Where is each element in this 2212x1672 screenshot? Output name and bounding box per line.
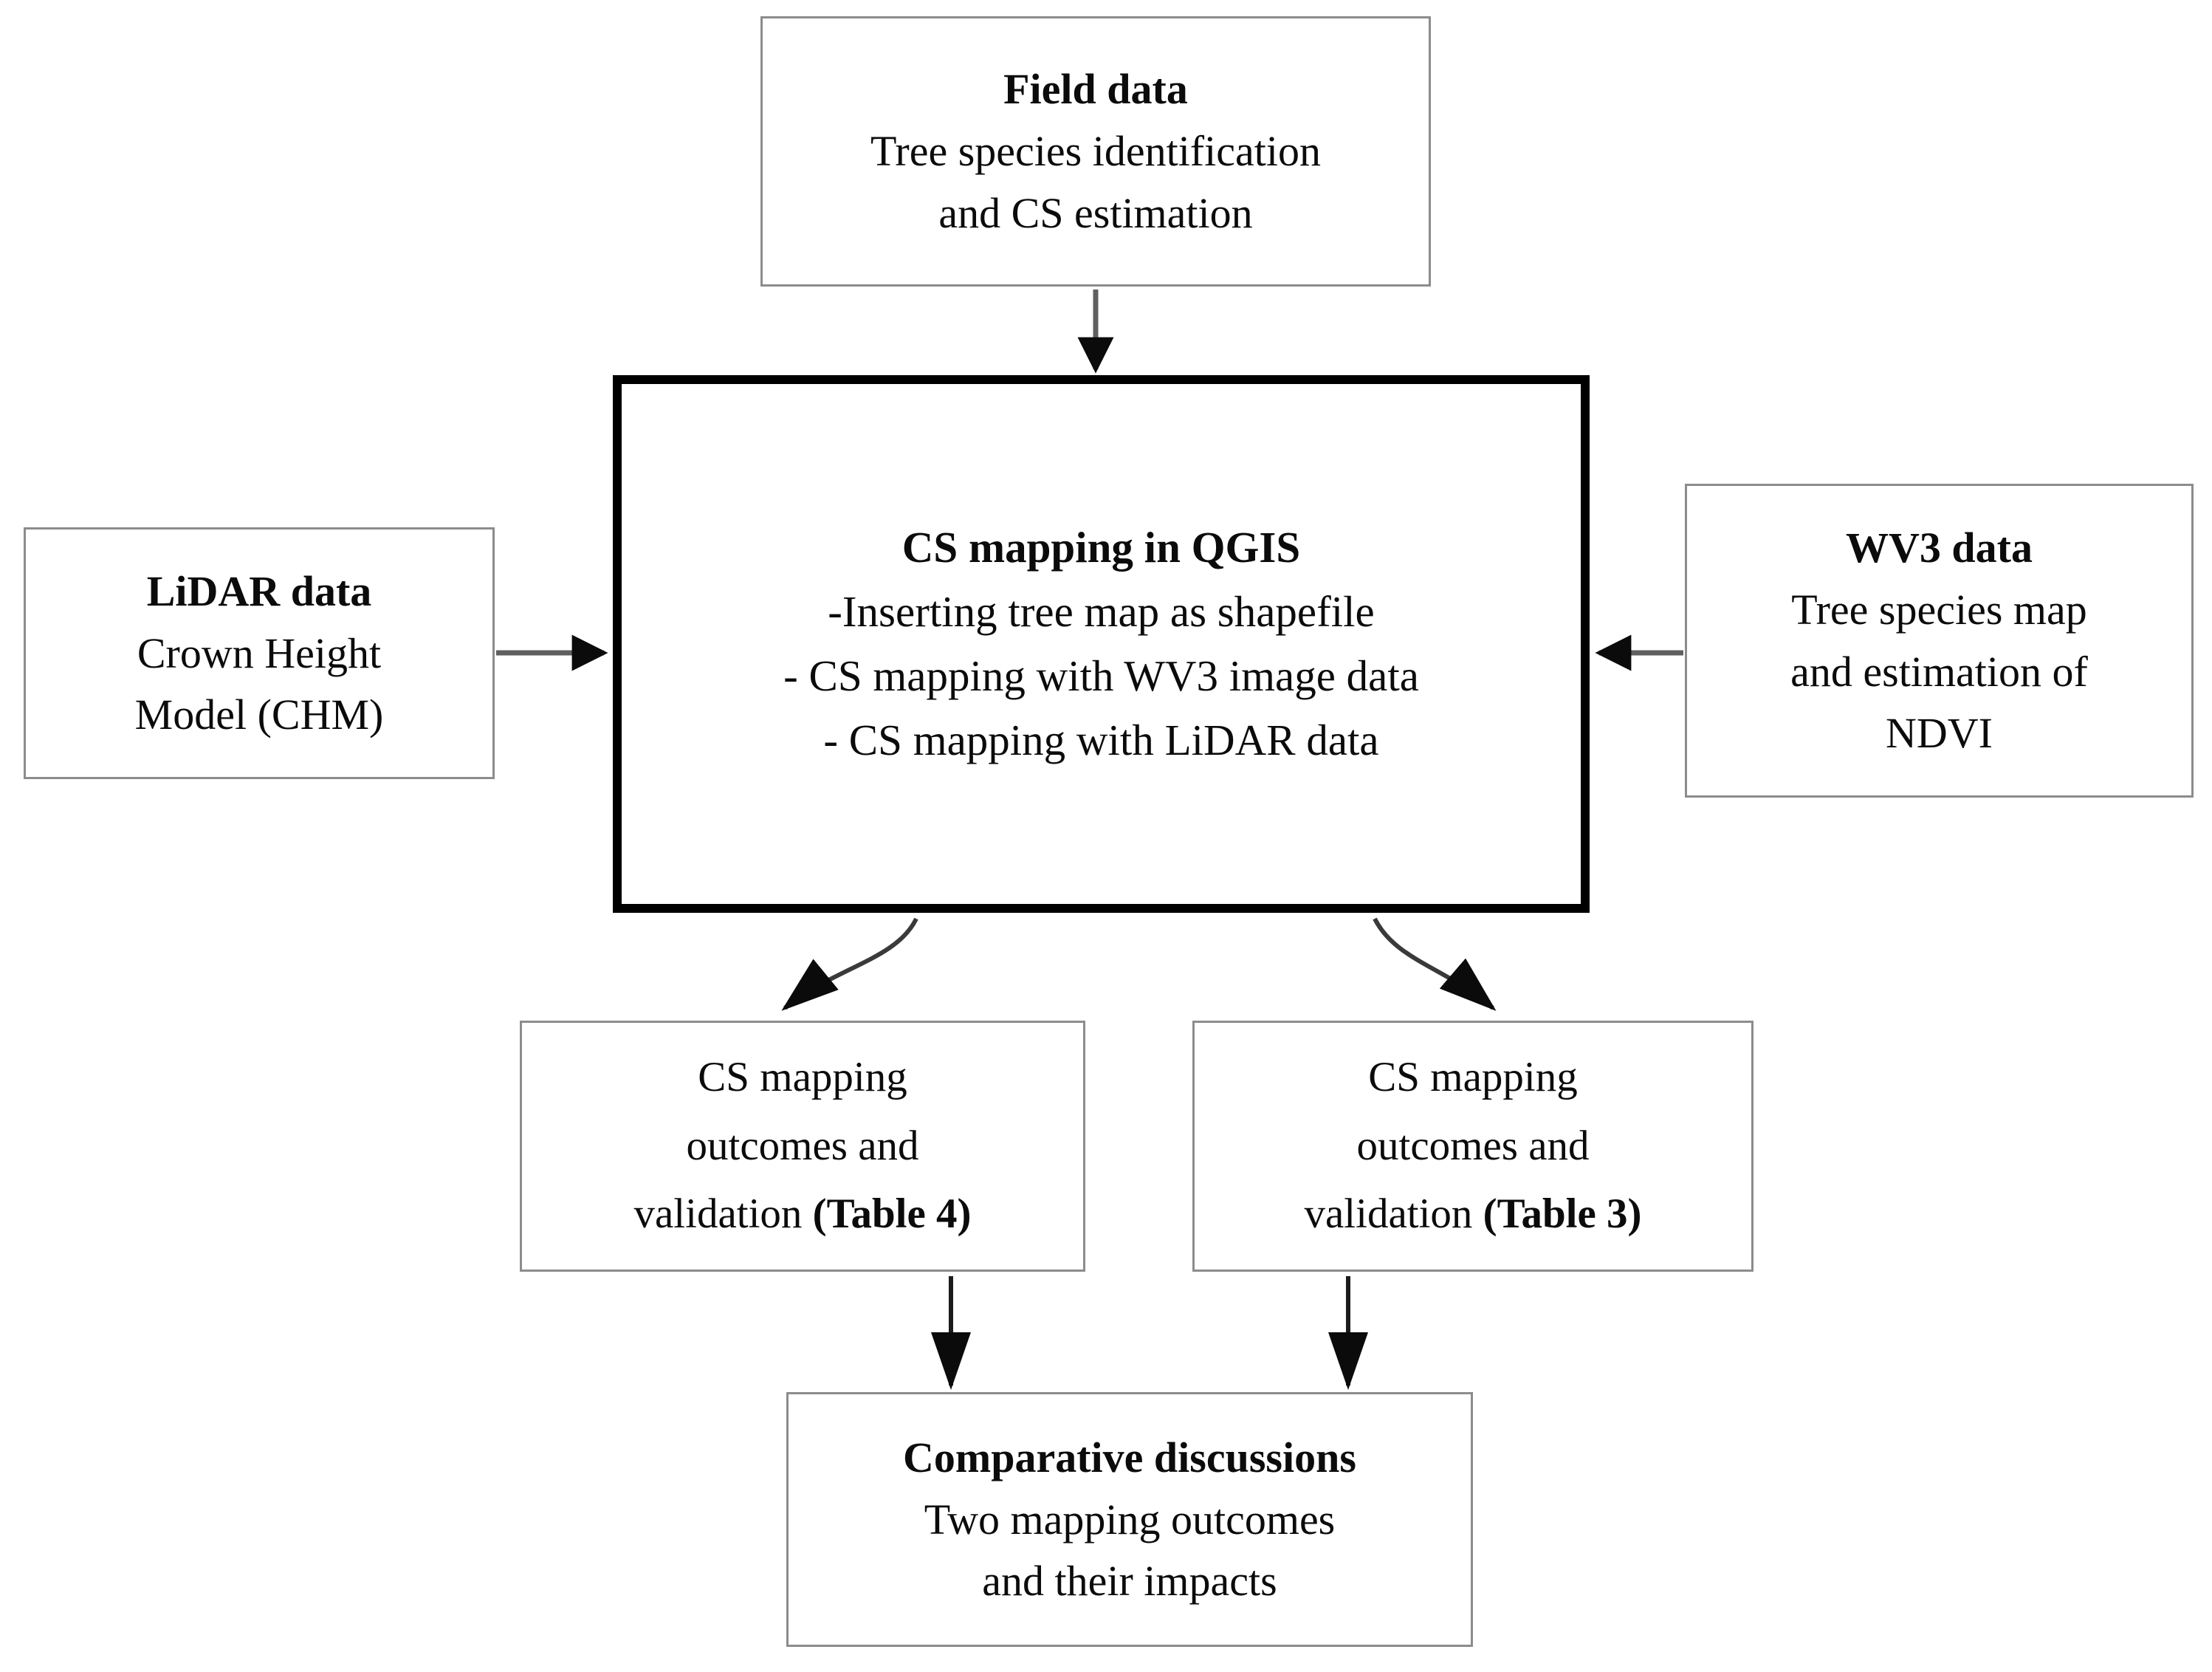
node-cs-mapping-bullet-2: - CS mapping with WV3 image data <box>783 651 1419 700</box>
node-wv3-data-line3: and estimation of <box>1790 647 2088 696</box>
node-wv3-data: WV3 data Tree species map and estimation… <box>1685 484 2194 798</box>
node-outcome-wv3: CS mapping outcomes and validation (Tabl… <box>1192 1021 1754 1272</box>
node-outcome-wv3-line2: outcomes and <box>1356 1122 1590 1169</box>
node-comparative-line3: and their impacts <box>982 1557 1277 1606</box>
node-comparative-title: Comparative discussions <box>903 1433 1356 1481</box>
node-outcome-lidar-line3-prefix: validation <box>633 1190 813 1238</box>
node-comparative-line2: Two mapping outcomes <box>924 1495 1336 1543</box>
node-outcome-lidar: CS mapping outcomes and validation (Tabl… <box>520 1021 1085 1272</box>
node-outcome-wv3-line3-prefix: validation <box>1304 1190 1483 1238</box>
node-field-data-line3: and CS estimation <box>938 188 1253 237</box>
edge-cs-mapping-to-outcome-lidar <box>781 917 918 1011</box>
node-lidar-data: LiDAR data Crown Height Model (CHM) <box>24 527 495 779</box>
node-outcome-wv3-table-ref: (Table 3) <box>1483 1190 1642 1238</box>
node-field-data: Field data Tree species identification a… <box>760 16 1431 287</box>
node-outcome-wv3-line3: validation (Table 3) <box>1304 1186 1641 1242</box>
node-field-data-title: Field data <box>1003 65 1188 114</box>
node-lidar-data-line2: Crown Height <box>137 628 382 677</box>
node-field-data-line2: Tree species identification <box>870 127 1321 176</box>
edge-cs-mapping-to-outcome-wv3 <box>1373 917 1497 1011</box>
node-wv3-data-title: WV3 data <box>1846 524 2033 572</box>
node-lidar-data-line3: Model (CHM) <box>134 691 384 739</box>
node-wv3-data-line4: NDVI <box>1886 709 1993 758</box>
node-cs-mapping: CS mapping in QGIS -Inserting tree map a… <box>613 375 1590 913</box>
node-outcome-wv3-line1: CS mapping <box>1368 1054 1578 1101</box>
node-cs-mapping-bullet-1: -Inserting tree map as shapefile <box>828 586 1375 636</box>
node-outcome-lidar-line3: validation (Table 4) <box>633 1186 971 1242</box>
node-cs-mapping-bullet-3: - CS mapping with LiDAR data <box>823 716 1379 765</box>
node-cs-mapping-title: CS mapping in QGIS <box>901 522 1301 572</box>
node-comparative: Comparative discussions Two mapping outc… <box>786 1392 1473 1647</box>
node-outcome-lidar-line2: outcomes and <box>686 1122 919 1169</box>
node-outcome-lidar-line1: CS mapping <box>698 1054 907 1101</box>
node-wv3-data-line2: Tree species map <box>1791 585 2087 634</box>
node-outcome-lidar-table-ref: (Table 4) <box>812 1190 972 1238</box>
node-lidar-data-title: LiDAR data <box>146 566 372 615</box>
